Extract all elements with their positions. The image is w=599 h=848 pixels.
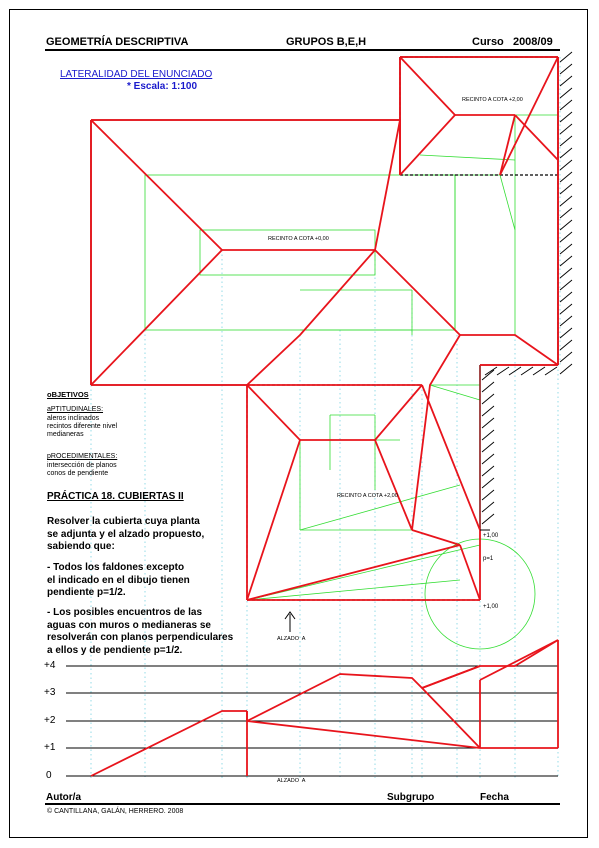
construction-lines: [144, 114, 558, 650]
elevation-label: ALZADO A: [277, 778, 306, 784]
laterality-link[interactable]: LATERALIDAD DEL ENUNCIADO: [60, 69, 213, 80]
recinto-high-label: RECINTO A COTA +2,00: [462, 97, 523, 103]
elevation-profile: [90, 639, 559, 777]
scale-label: * Escala: 1:100: [127, 81, 198, 92]
aptitude-line: aleros inclinados: [47, 415, 100, 422]
alzado-arrow-label: ALZADO A: [277, 636, 306, 642]
level-mark-lower-label: +1,00: [483, 604, 499, 610]
sheet-frame: [9, 9, 588, 838]
recinto-zero-label: RECINTO A COTA +0,00: [268, 236, 329, 242]
level-label: 0: [46, 770, 52, 781]
instruction-paragraph: Resolver la cubierta cuya planta se adju…: [47, 516, 205, 552]
instruction-paragraph: - Todos los faldones excepto el indicado…: [47, 562, 190, 598]
party-wall-hatching: [481, 51, 573, 525]
course-label: Curso 2008/09: [472, 36, 553, 48]
aptitude-line: recintos diferente nivel: [47, 423, 118, 430]
author-label: Autor/a: [46, 792, 81, 803]
slope-p-label: p=1: [483, 556, 494, 562]
aptitude-title: aPTITUDINALES:: [47, 406, 104, 413]
level-label: +1: [44, 742, 56, 753]
projection-lines: [90, 57, 561, 778]
elevation-levels: [66, 665, 558, 777]
procedure-title: pROCEDIMENTALES:: [47, 453, 118, 460]
header-rule: [45, 49, 560, 51]
objectives-title: oBJETIVOS: [47, 390, 89, 399]
groups-label: GRUPOS B,E,H: [286, 36, 367, 48]
instruction-paragraph: - Los posibles encuentros de las aguas c…: [47, 607, 234, 656]
dashed-edges: [246, 56, 559, 601]
subgroup-label: Subgrupo: [387, 792, 435, 803]
procedure-line: intersección de planos: [47, 462, 117, 469]
copyright: © CANTILLANA, GALÁN, HERRERO. 2008: [47, 808, 184, 815]
level-label: +2: [44, 715, 56, 726]
date-label: Fecha: [480, 792, 509, 803]
subject-title: GEOMETRÍA DESCRIPTIVA: [46, 36, 189, 48]
level-label: +3: [44, 687, 56, 698]
aptitude-line: medianeras: [47, 431, 84, 438]
alzado-arrow: [284, 611, 296, 632]
recinto-low-label: RECINTO A COTA +2,00: [337, 493, 398, 499]
procedure-line: conos de pendiente: [47, 470, 109, 477]
level-label: +4: [44, 660, 56, 671]
level-mark-upper-label: +1,00: [483, 533, 499, 539]
footer-rule: [45, 803, 560, 805]
practice-title: PRÁCTICA 18. CUBIERTAS II: [47, 491, 184, 502]
